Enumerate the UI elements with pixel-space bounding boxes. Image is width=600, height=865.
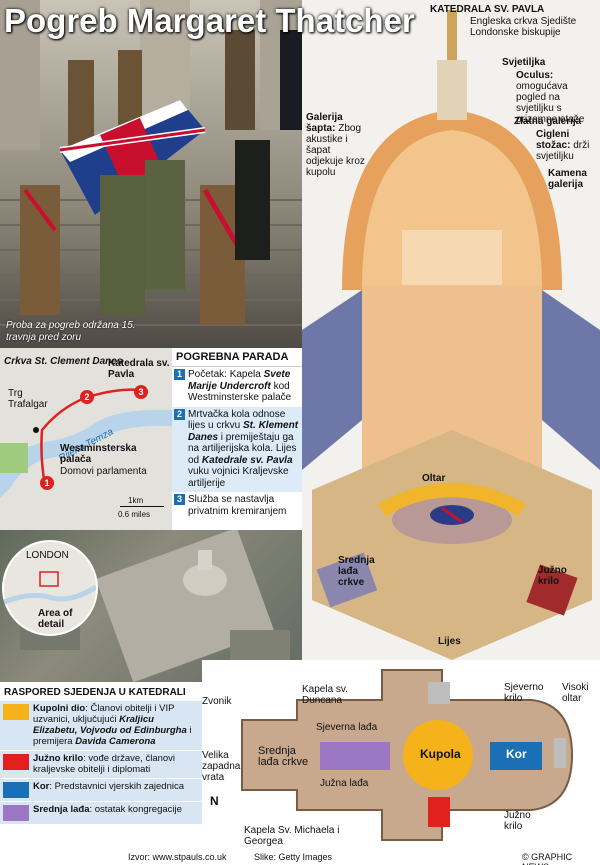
westminster-label: Westminsterska palača	[60, 443, 137, 465]
south-nave-label: Južna lađa	[320, 778, 369, 789]
footer: Izvor: www.stpauls.co.uk Slike: Getty Im…	[0, 850, 600, 865]
south-swatch	[3, 754, 29, 770]
north-wing-label: Sjeverno krilo	[504, 682, 544, 704]
aerial-photo: LONDON Area of detail	[0, 530, 302, 682]
route-map-drawing	[0, 388, 172, 498]
lantern-label: Svjetiljka	[502, 57, 546, 68]
plan-north-zone	[428, 682, 450, 704]
inset-london-label: LONDON	[26, 550, 69, 561]
duncan-chapel-label: Kapela sv. Duncana	[302, 684, 348, 706]
area-of-detail-box	[39, 571, 59, 587]
photo-illustration	[0, 0, 305, 326]
floor-plan-drawing	[241, 669, 574, 841]
step-number: 1	[174, 369, 185, 380]
source-credit: Izvor: www.stpauls.co.uk	[128, 852, 227, 862]
step-number: 2	[174, 408, 185, 420]
london-inset	[2, 540, 98, 636]
parade-step-2: 2 Mrtvačka kola odnose lijes u crkvu St.…	[172, 406, 302, 492]
cathedral-illustration	[302, 10, 600, 660]
north-nave-label: Sjeverna lađa	[316, 722, 378, 733]
scale-bar	[120, 506, 164, 507]
trafalgar-label: Trg Trafalgar	[8, 388, 48, 410]
step-number: 3	[174, 494, 185, 505]
seating-row-dome: Kupolni dio: Članovi obitelji i VIP uzva…	[0, 701, 202, 750]
clement-danes-label: Crkva St. Clement Danes	[4, 356, 123, 367]
park-area	[0, 443, 28, 473]
cathedral-subheading: Engleska crkva Sjedište Londonske biskup…	[470, 16, 577, 38]
cathedral-heading: KATEDRALA SV. PAVLA	[430, 4, 545, 15]
inset-river	[3, 584, 98, 605]
whisper-gallery-label: Galerija šapta: Zbog akustike i šapat od…	[306, 112, 365, 178]
westminster-sublabel: Domovi parlamenta	[60, 466, 147, 477]
funeral-parade-panel: POGREBNA PARADA 1 Početak: Kapela Svete …	[172, 348, 302, 530]
dome-label: Kupola	[420, 747, 461, 761]
parade-step-3: 3 Služba se nastavlja privatnim kremiran…	[172, 492, 302, 520]
choir-swatch	[3, 782, 29, 798]
nave-swatch	[3, 805, 29, 821]
thames-river	[0, 409, 172, 498]
cathedral-cutaway: KATEDRALA SV. PAVLA Engleska crkva Sjedi…	[302, 0, 600, 660]
high-altar-label: Visoki oltar	[562, 682, 589, 704]
seating-row-south: Južno krilo: vođe države, članovi kralje…	[0, 751, 202, 778]
inset-area-label: Area of detail	[38, 608, 73, 630]
plan-south-zone	[428, 797, 450, 827]
route-map: Crkva St. Clement Danes Katedrala sv. Pa…	[0, 348, 172, 530]
plan-south-wing-label: Južno krilo	[504, 810, 531, 832]
stone-gallery-label: Kamena galerija	[548, 168, 587, 190]
plan-nave-zone	[320, 742, 390, 770]
michael-chapel-label: Kapela Sv. Michaela i Georgea	[244, 825, 340, 847]
seating-heading: RASPORED SJEDENJA U KATEDRALI	[4, 687, 186, 698]
photo-caption: Proba za pogreb održana 15. travnja pred…	[6, 320, 136, 343]
bell-tower-label: Zvonik	[202, 696, 232, 707]
route-marker-2: 2	[80, 390, 94, 404]
altar-label: Oltar	[422, 473, 446, 484]
coffin-label: Lijes	[438, 636, 461, 647]
route-marker-1: 1	[40, 476, 54, 490]
parade-heading: POGREBNA PARADA	[172, 348, 302, 367]
route-line	[40, 388, 141, 486]
golden-gallery-label: Zlatna galerija	[514, 116, 582, 127]
trafalgar-point	[33, 427, 39, 433]
dome-swatch	[3, 704, 29, 720]
choir-label: Kor	[506, 747, 527, 761]
parade-step-1: 1 Početak: Kapela Svete Marije Undercrof…	[172, 367, 302, 407]
plan-nave-label: Srednja lađa crkve	[258, 745, 309, 768]
seating-row-nave: Srednja lađa: ostatak kongregacije	[0, 802, 202, 824]
floor-plan: Zvonik Kapela sv. Duncana Sjeverno krilo…	[202, 660, 600, 850]
graphic-news-credit: © GRAPHIC NEWS	[522, 852, 573, 865]
great-west-doors-label: Velika zapadna vrata	[202, 750, 241, 783]
south-wing-label: Južno krilo	[538, 565, 567, 587]
plan-dome-zone	[403, 720, 473, 790]
oculus-label: Oculus: omogućava pogled na svjetiljku s…	[516, 70, 585, 125]
coffin-rehearsal-photo	[0, 0, 305, 348]
plan-choir-zone	[490, 742, 542, 770]
seating-row-choir: Kor: Predstavnici vjerskih zajednica	[0, 779, 202, 801]
plan-high-altar	[554, 738, 566, 768]
page-title: Pogreb Margaret Thatcher	[4, 2, 415, 39]
scale-miles: 0.6 miles	[118, 510, 151, 519]
route-marker-3: 3	[134, 385, 148, 399]
seating-legend: RASPORED SJEDENJA U KATEDRALI Kupolni di…	[0, 684, 202, 849]
brick-cone-label: Cigleni stožac: drži svjetiljku	[536, 129, 590, 162]
scale-km: 1km	[128, 496, 144, 505]
st-pauls-label: Katedrala sv. Pavla	[108, 358, 170, 380]
north-arrow: N	[210, 794, 219, 808]
nave-label: Srednja lađa crkve	[338, 555, 375, 588]
images-credit: Slike: Getty Images	[254, 852, 333, 862]
